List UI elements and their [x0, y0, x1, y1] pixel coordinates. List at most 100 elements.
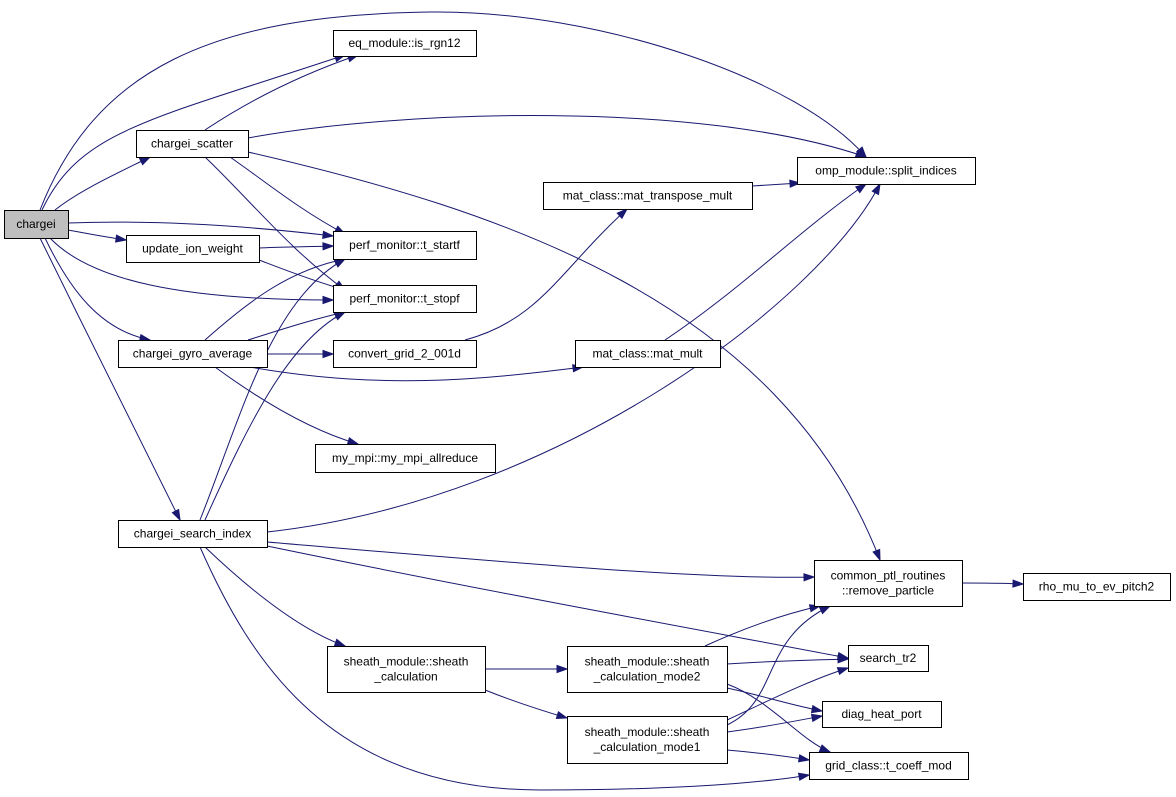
node-is-rgn12[interactable]: eq_module::is_rgn12	[333, 30, 477, 57]
node-sheath-calculation[interactable]: sheath_module::sheath_calculation	[327, 646, 486, 693]
node-label: convert_grid_2_001d	[348, 347, 461, 361]
node-label: _calculation	[373, 670, 437, 684]
node-chargei-scatter[interactable]: chargei_scatter	[136, 130, 249, 158]
arrowhead	[818, 605, 832, 615]
node-label: mat_class::mat_mult	[592, 347, 703, 361]
arrowhead	[789, 179, 802, 188]
node-box[interactable]	[333, 231, 477, 260]
node-chargei-search-index[interactable]: chargei_search_index	[118, 520, 268, 548]
edge-chargei_scatter-to-t_stopf	[204, 156, 347, 291]
edge-sheath_calculation-to-sheath_calculation_mode1	[484, 689, 569, 720]
node-sheath-calculation-mode2[interactable]: sheath_module::sheath_calculation_mode2	[567, 646, 728, 693]
arrowhead	[1012, 579, 1025, 588]
edge-chargei_scatter-to-t_startf	[229, 156, 347, 235]
edge-chargei_search_index-to-sheath_calculation	[204, 546, 347, 647]
arrowhead	[836, 667, 850, 676]
node-box[interactable]	[567, 716, 728, 764]
node-box[interactable]	[814, 560, 963, 607]
node-label: mat_class::mat_transpose_mult	[563, 189, 733, 203]
edge-sheath_calculation_mode1-to-search_tr2	[726, 667, 850, 721]
node-box[interactable]	[327, 646, 486, 693]
arrowhead	[837, 655, 850, 664]
arrowhead	[616, 207, 629, 220]
node-box[interactable]	[126, 235, 260, 263]
node-diag-heat-port[interactable]: diag_heat_port	[822, 701, 942, 728]
node-label: chargei_scatter	[151, 137, 233, 151]
node-box[interactable]	[1023, 573, 1171, 601]
node-box[interactable]	[333, 340, 477, 368]
node-my-mpi-allreduce[interactable]: my_mpi::my_mpi_allreduce	[315, 444, 496, 473]
edge-chargei-to-t_startf	[67, 221, 335, 239]
arrowhead	[322, 295, 335, 305]
edge-chargei_search_index-to-t_coeff_mod	[199, 546, 811, 791]
edge-sheath_calculation_mode2-to-diag_heat_port	[726, 687, 824, 714]
node-label: rho_mu_to_ev_pitch2	[1039, 580, 1155, 594]
edge-sheath_calculation-to-sheath_calculation_mode2	[485, 664, 569, 674]
arrowhead	[854, 183, 868, 194]
node-sheath-calculation-mode1[interactable]: sheath_module::sheath_calculation_mode1	[567, 716, 728, 764]
arrowhead	[322, 230, 335, 239]
node-convert-grid-2-001d[interactable]: convert_grid_2_001d	[333, 340, 477, 368]
edge-chargei_gyro_average-to-my_mpi_allreduce	[214, 366, 360, 446]
node-chargei-gyro-average[interactable]: chargei_gyro_average	[118, 340, 268, 368]
node-box[interactable]	[575, 340, 721, 368]
edge-chargei_search_index-to-remove_particle	[266, 541, 816, 582]
node-mat-mult[interactable]: mat_class::mat_mult	[575, 340, 721, 368]
node-label: chargei	[16, 217, 55, 231]
arrowhead	[797, 754, 811, 763]
edge-chargei_gyro_average-to-convert_grid_2_001d	[266, 349, 335, 359]
edge-chargei-to-chargei_scatter	[54, 156, 152, 211]
node-label: update_ion_weight	[142, 242, 243, 256]
node-box[interactable]	[136, 130, 249, 158]
node-search-tr2[interactable]: search_tr2	[848, 645, 929, 672]
node-remove-particle[interactable]: common_ptl_routines::remove_particle	[814, 560, 963, 607]
node-label: sheath_module::sheath	[344, 655, 469, 669]
node-box[interactable]	[4, 210, 69, 239]
node-box[interactable]	[822, 701, 942, 728]
arrowhead	[556, 664, 569, 674]
edge-sheath_calculation_mode2-to-t_coeff_mod	[726, 683, 832, 753]
node-box[interactable]	[848, 645, 929, 672]
node-box[interactable]	[567, 646, 728, 693]
node-box[interactable]	[543, 182, 753, 210]
node-box[interactable]	[118, 520, 268, 548]
edge-sheath_calculation_mode1-to-t_coeff_mod	[726, 749, 811, 763]
node-label: ::remove_particle	[842, 584, 934, 598]
node-t-stopf[interactable]: perf_monitor::t_stopf	[333, 285, 477, 313]
node-update-ion-weight[interactable]: update_ion_weight	[126, 235, 260, 263]
edge-chargei_scatter-to-split_indices	[247, 115, 868, 158]
node-rho-mu-to-ev-pitch2[interactable]: rho_mu_to_ev_pitch2	[1023, 573, 1171, 601]
node-t-startf[interactable]: perf_monitor::t_startf	[333, 231, 477, 260]
node-mat-transpose-mult[interactable]: mat_class::mat_transpose_mult	[543, 182, 753, 210]
arrowhead	[333, 258, 347, 268]
node-box[interactable]	[118, 340, 268, 368]
edge-chargei_search_index-to-search_tr2	[266, 545, 850, 661]
node-label: grid_class::t_coeff_mod	[825, 759, 952, 773]
arrowhead	[138, 156, 152, 166]
edge-chargei_scatter-to-remove_particle	[247, 151, 881, 562]
edge-chargei-to-update_ion_weight	[67, 229, 128, 243]
node-chargei[interactable]: chargei	[4, 210, 69, 239]
edge-chargei_search_index-to-split_indices	[266, 182, 881, 533]
node-label: _calculation_mode1	[593, 740, 701, 754]
node-box[interactable]	[809, 752, 969, 780]
edge-chargei-to-chargei_search_index	[39, 237, 181, 522]
node-label: _calculation_mode2	[593, 670, 701, 684]
edge-sheath_calculation_mode2-to-search_tr2	[726, 655, 850, 665]
edge-chargei-to-t_stopf	[49, 237, 335, 305]
node-split-indices[interactable]: omp_module::split_indices	[797, 157, 976, 185]
node-label: chargei_search_index	[134, 527, 251, 541]
node-label: perf_monitor::t_stopf	[349, 292, 460, 306]
node-box[interactable]	[315, 444, 496, 473]
edge-mat_mult-to-split_indices	[664, 183, 868, 341]
node-t-coeff-mod[interactable]: grid_class::t_coeff_mod	[809, 752, 969, 780]
arrowhead	[333, 638, 347, 647]
node-box[interactable]	[797, 157, 976, 185]
arrowhead	[810, 713, 824, 723]
edge-remove_particle-to-rho_mu_to_ev_pitch2	[961, 579, 1025, 588]
node-box[interactable]	[333, 30, 477, 57]
node-label: search_tr2	[860, 651, 917, 665]
arrowhead	[555, 710, 569, 720]
node-box[interactable]	[333, 285, 477, 313]
